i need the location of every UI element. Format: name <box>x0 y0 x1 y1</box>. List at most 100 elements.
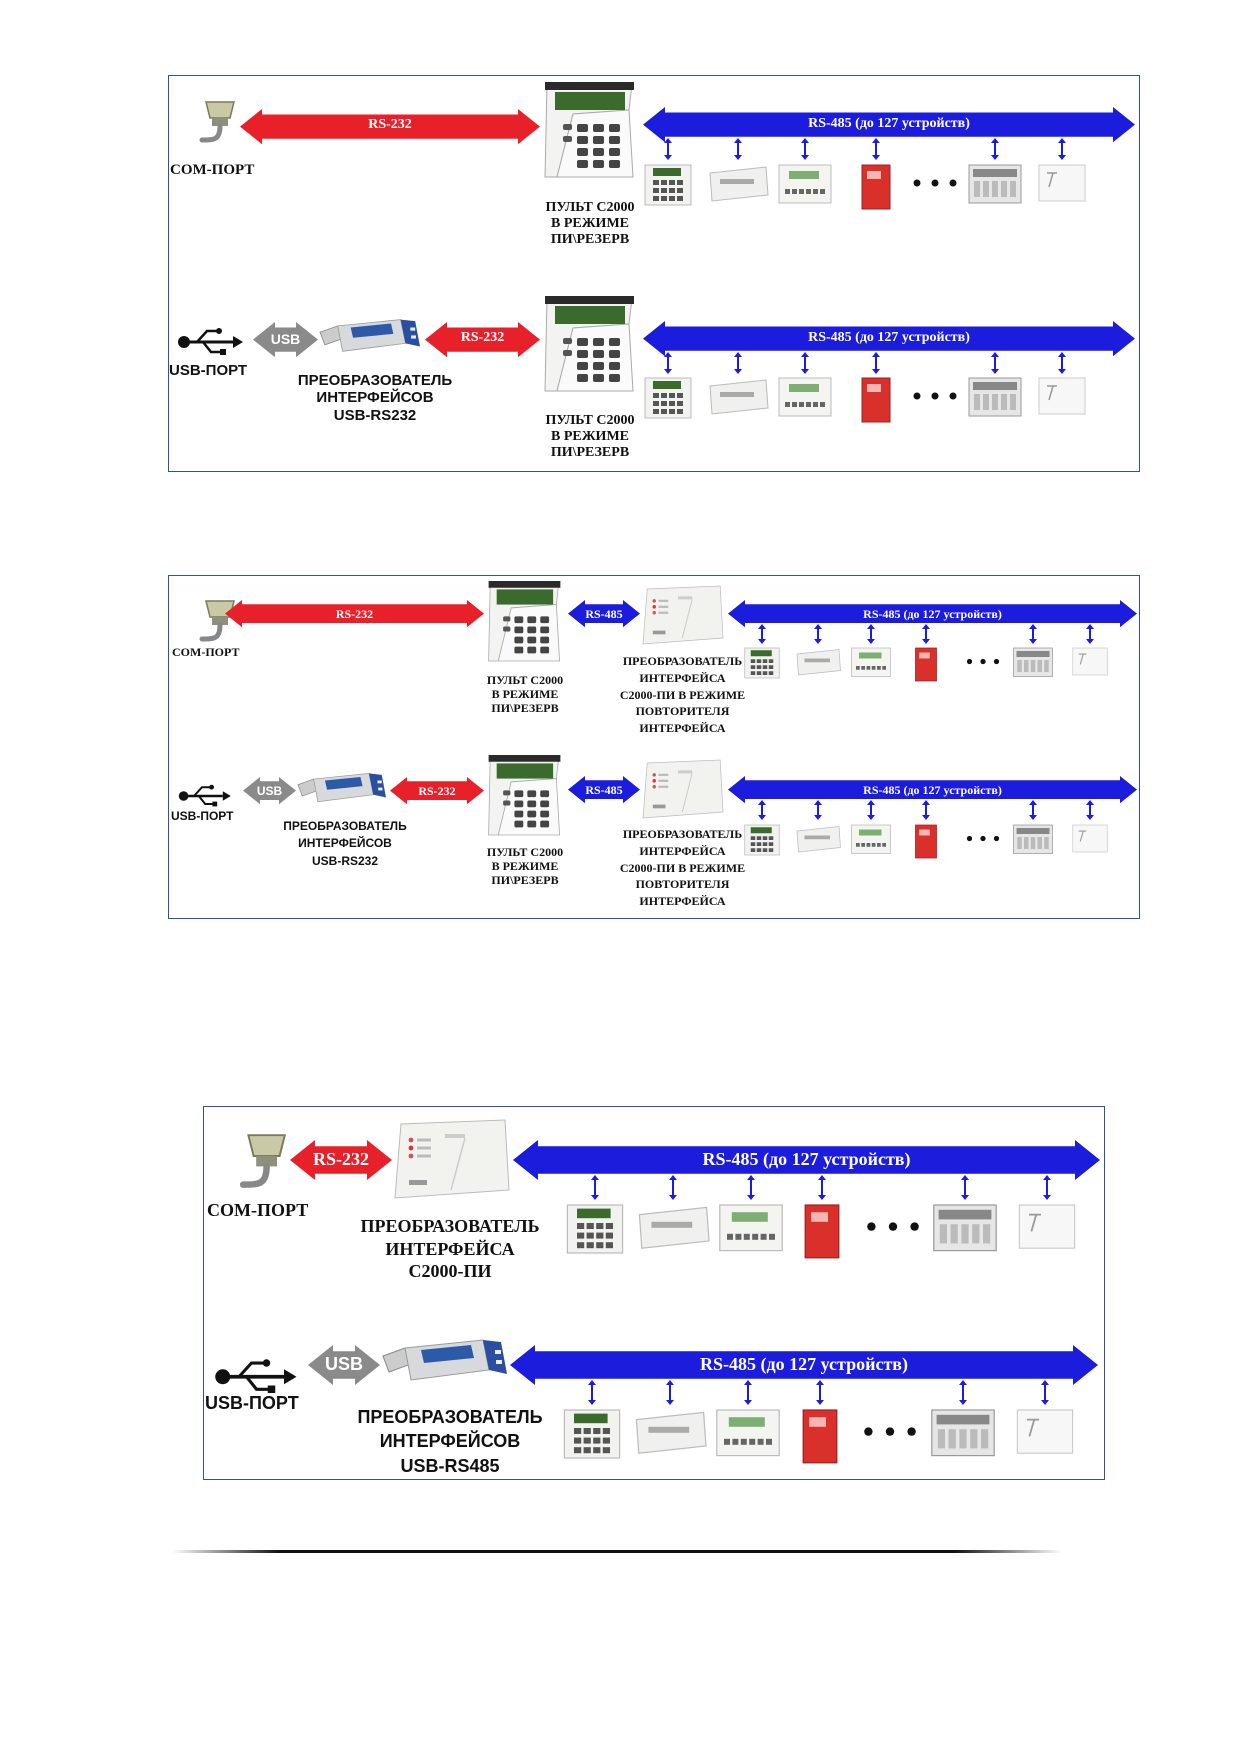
vertical-link <box>1086 800 1094 820</box>
vertical-link <box>744 1380 752 1405</box>
fire-device <box>802 1409 838 1464</box>
control-unit-device <box>851 824 891 854</box>
rs485-link <box>513 1140 1100 1180</box>
vertical-link <box>588 1380 596 1405</box>
rs232-link-label: RS-232 <box>335 607 374 621</box>
control-unit-device <box>778 164 832 204</box>
c2000-pi-converter <box>394 1119 510 1199</box>
rs485-link <box>728 776 1137 804</box>
vertical-link <box>872 352 880 374</box>
panel-device <box>1013 647 1053 677</box>
com-port-label: COM-ПОРТ <box>172 645 240 659</box>
vertical-link <box>1058 138 1066 160</box>
console-label: ПУЛЬТ С2000 В РЕЖИМЕ ПИ\РЕЗЕРВ <box>486 673 564 715</box>
vertical-link <box>872 138 880 160</box>
rs485-link-label: RS-485 (до 127 устройств) <box>808 116 970 131</box>
rs232-link-label: RS-232 <box>312 1149 369 1169</box>
rs485-link-label: RS-485 (до 127 устройств) <box>699 1354 909 1374</box>
keypad-device <box>644 377 692 419</box>
rs485-link-label: RS-485 (до 127 устройств) <box>863 607 1002 621</box>
vertical-link <box>747 1175 755 1200</box>
ellipsis-dots <box>867 1222 919 1231</box>
sensor-device <box>1038 377 1086 415</box>
usb-port-label: USB-ПОРТ <box>169 362 248 379</box>
vertical-link <box>816 1380 824 1405</box>
rs485-link <box>643 321 1135 357</box>
keypad-device <box>644 164 692 206</box>
vertical-link <box>591 1175 599 1200</box>
panel-device <box>968 377 1022 417</box>
vertical-link <box>959 1380 967 1405</box>
rs485-short-link <box>568 776 640 804</box>
console-c2000 <box>544 82 634 178</box>
rs485-link-label: RS-485 (до 127 устройств) <box>702 1149 911 1169</box>
converter-label: ПРЕОБРАЗОВАТЕЛЬ ИНТЕРФЕЙСОВ USB-RS232 <box>283 819 407 868</box>
c2000-pi-repeater <box>642 759 724 819</box>
usb-port-label: USB-ПОРТ <box>171 809 234 823</box>
keypad-device <box>563 1409 621 1459</box>
panel-device <box>931 1409 995 1457</box>
rs485-short-link-label: RS-485 <box>585 607 623 621</box>
console-label: ПУЛЬТ С2000 В РЕЖИМЕ ПИ\РЕЗЕРВ <box>545 200 635 248</box>
usb-rs232-converter <box>319 319 420 352</box>
usb-port-icon <box>215 1359 297 1393</box>
rs232-link <box>240 109 540 145</box>
console-c2000 <box>544 296 634 392</box>
device-row <box>563 1380 1074 1464</box>
rs485-short-link-label: RS-485 <box>585 783 623 797</box>
rs485-short-link <box>568 600 640 628</box>
console-label: ПУЛЬТ С2000 В РЕЖИМЕ ПИ\РЕЗЕРВ <box>486 845 564 887</box>
console-label: ПУЛЬТ С2000 В РЕЖИМЕ ПИ\РЕЗЕРВ <box>545 413 635 461</box>
vertical-link <box>922 800 930 820</box>
com-port-label: COM-ПОРТ <box>170 162 255 178</box>
ellipsis-dots <box>966 658 1000 665</box>
sensor-device <box>1018 1204 1076 1249</box>
vertical-link <box>664 138 672 160</box>
converter-label: ПРЕОБРАЗОВАТЕЛЬ ИНТЕРФЕЙСА С2000-ПИ <box>360 1216 540 1281</box>
keypad-device <box>566 1204 624 1254</box>
panel-device <box>1013 824 1053 854</box>
vertical-link <box>801 138 809 160</box>
vertical-link <box>758 800 766 820</box>
usb-link-label: USB <box>324 1354 363 1374</box>
control-unit-device <box>716 1409 780 1457</box>
rs485-link-label: RS-485 (до 127 устройств) <box>863 783 1002 797</box>
usb-link <box>308 1345 380 1385</box>
rs232-link <box>390 777 484 805</box>
sensor-device <box>1038 164 1086 202</box>
vertical-link <box>867 800 875 820</box>
reader-device <box>796 826 841 853</box>
usb-link-label: USB <box>270 331 301 347</box>
converter-label: ПРЕОБРАЗОВАТЕЛЬ ИНТЕРФЕЙСОВ USB-RS485 <box>357 1407 543 1476</box>
device-row <box>566 1175 1076 1259</box>
panel-device <box>968 164 1022 204</box>
rs485-link-label: RS-485 (до 127 устройств) <box>808 330 970 345</box>
rs232-link <box>225 600 484 628</box>
vertical-link <box>1086 624 1094 644</box>
device-row <box>644 138 1086 210</box>
ellipsis-dots <box>864 1427 916 1436</box>
rs232-link <box>425 322 540 358</box>
panel-device <box>933 1204 997 1252</box>
usb-rs232-converter <box>297 773 386 803</box>
sensor-device <box>1072 647 1108 676</box>
control-unit-device <box>778 377 832 417</box>
sensor-device <box>1072 824 1108 853</box>
usb-port-label: USB-ПОРТ <box>205 1393 299 1413</box>
ellipsis-dots <box>913 392 957 400</box>
vertical-link <box>1029 800 1037 820</box>
rs232-link <box>290 1140 392 1180</box>
vertical-link <box>1058 352 1066 374</box>
vertical-link <box>991 138 999 160</box>
com-port-label: COM-ПОРТ <box>207 1200 309 1220</box>
usb-link-label: USB <box>256 784 283 798</box>
usb-link <box>253 322 318 358</box>
repeater-label: ПРЕОБРАЗОВАТЕЛЬ ИНТЕРФЕЙСА С2000-ПИ В РЕ… <box>619 654 746 736</box>
usb-rs485-converter <box>382 1339 507 1381</box>
rs232-link-label: RS-232 <box>418 784 456 798</box>
vertical-link <box>867 624 875 644</box>
fire-device <box>804 1204 840 1259</box>
c2000-pi-repeater <box>642 585 724 645</box>
vertical-link <box>814 624 822 644</box>
vertical-link <box>922 624 930 644</box>
